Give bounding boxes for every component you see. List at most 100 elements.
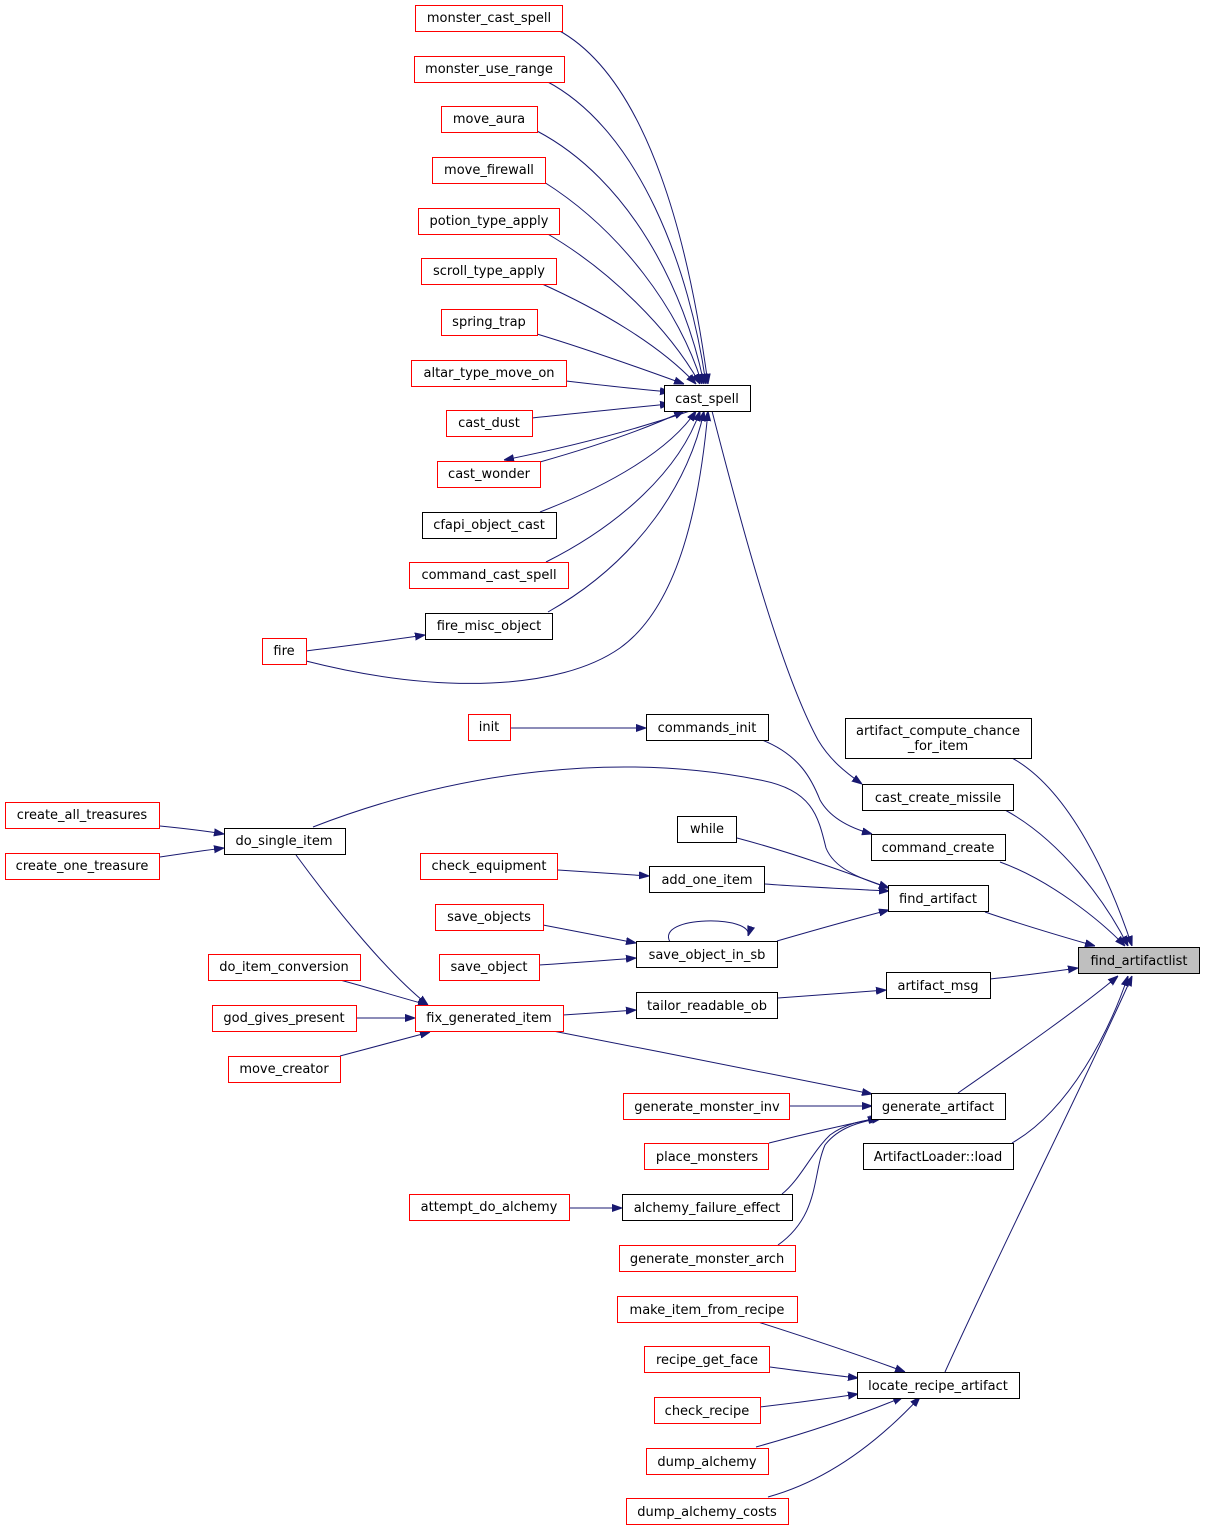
node-spring-trap[interactable]: spring_trap <box>441 309 538 336</box>
edge-do-single-item-to-fix-generated-item <box>295 854 428 1005</box>
edge-monster-cast-spell-to-cast-spell <box>557 29 708 384</box>
node-save-object-in-sb[interactable]: save_object_in_sb <box>636 941 778 968</box>
edge-create-all-treasures-to-do-single-item <box>159 825 224 834</box>
edge-dump-alchemy-to-locate-recipe-artifact <box>755 1397 903 1448</box>
edge-fix-generated-item-to-generate-artifact <box>552 1030 872 1094</box>
edge-while-to-find-artifact <box>736 837 889 888</box>
node-find-artifact[interactable]: find_artifact <box>888 885 989 912</box>
edge-cast-dust-to-cast-spell <box>531 404 670 419</box>
node-label: find_artifactlist <box>1090 954 1187 969</box>
edge-create-one-treasure-to-do-single-item <box>159 848 224 858</box>
node-label: make_item_from_recipe <box>630 1303 785 1318</box>
node-label: altar_type_move_on <box>423 366 554 381</box>
node-label: dump_alchemy_costs <box>637 1505 777 1520</box>
node-command-cast-spell[interactable]: command_cast_spell <box>409 562 569 589</box>
node-generate-monster-arch[interactable]: generate_monster_arch <box>619 1245 796 1272</box>
node-label: create_all_treasures <box>17 808 148 823</box>
edge-save-objects-to-save-object-in-sb <box>542 924 636 943</box>
node-check-recipe[interactable]: check_recipe <box>654 1397 761 1424</box>
node-artifactloader-load[interactable]: ArtifactLoader::load <box>863 1143 1014 1170</box>
edge-cast-spell-to-cast-create-missile <box>711 410 862 784</box>
edge-commands-init-to-command-create <box>761 739 872 834</box>
node-label: alchemy_failure_effect <box>634 1201 781 1216</box>
node-create-one-treasure[interactable]: create_one_treasure <box>5 853 160 880</box>
edge-fire-misc-object-to-cast-spell <box>547 411 704 613</box>
node-label: cast_create_missile <box>875 791 1001 806</box>
edge-scroll-type-apply-to-cast-spell <box>539 282 696 384</box>
node-label: fire_misc_object <box>437 619 542 634</box>
node-check-equipment[interactable]: check_equipment <box>420 853 558 880</box>
edge-save-object-in-sb-to-find-artifact <box>776 910 889 942</box>
edge-artifactloader-load-to-find-artifactlist <box>1011 976 1128 1144</box>
node-move-firewall[interactable]: move_firewall <box>432 157 546 184</box>
node-label: while <box>690 822 724 837</box>
edge-monster-use-range-to-cast-spell <box>545 80 706 384</box>
node-artifact-compute-chance-for-item[interactable]: artifact_compute_chance _for_item <box>845 718 1032 759</box>
node-dump-alchemy-costs[interactable]: dump_alchemy_costs <box>626 1498 789 1525</box>
edge-generate-artifact-to-find-artifactlist <box>957 976 1118 1094</box>
node-dump-alchemy[interactable]: dump_alchemy <box>646 1448 769 1475</box>
node-find-artifactlist[interactable]: find_artifactlist <box>1078 947 1200 974</box>
node-label: commands_init <box>658 721 757 736</box>
node-cast-spell[interactable]: cast_spell <box>664 385 751 412</box>
node-label: generate_monster_inv <box>634 1100 780 1115</box>
node-save-objects[interactable]: save_objects <box>435 904 544 931</box>
node-fire-misc-object[interactable]: fire_misc_object <box>425 613 553 640</box>
node-artifact-msg[interactable]: artifact_msg <box>886 972 991 999</box>
edge-spring-trap-to-cast-spell <box>536 333 684 384</box>
node-save-object[interactable]: save_object <box>439 954 540 981</box>
node-cast-create-missile[interactable]: cast_create_missile <box>862 784 1014 811</box>
node-make-item-from-recipe[interactable]: make_item_from_recipe <box>617 1296 798 1323</box>
node-label: save_object_in_sb <box>649 948 766 963</box>
node-label: cast_wonder <box>448 467 531 482</box>
node-label: scroll_type_apply <box>433 264 545 279</box>
node-cast-wonder[interactable]: cast_wonder <box>437 461 541 488</box>
node-label: generate_artifact <box>882 1100 994 1115</box>
edge-locate-recipe-artifact-to-find-artifactlist <box>944 976 1132 1373</box>
edge-dump-alchemy-costs-to-locate-recipe-artifact <box>767 1397 920 1498</box>
edge-fire-to-cast-spell <box>305 411 708 684</box>
node-generate-monster-inv[interactable]: generate_monster_inv <box>623 1093 790 1120</box>
node-god-gives-present[interactable]: god_gives_present <box>212 1005 357 1032</box>
node-label: fix_generated_item <box>426 1011 551 1026</box>
node-potion-type-apply[interactable]: potion_type_apply <box>418 208 560 235</box>
node-locate-recipe-artifact[interactable]: locate_recipe_artifact <box>857 1372 1020 1399</box>
edge-generate-monster-arch-to-generate-artifact <box>777 1118 882 1246</box>
node-label: god_gives_present <box>223 1011 344 1026</box>
edge-command-create-to-find-artifactlist <box>999 861 1125 946</box>
node-label-line2: _for_item <box>907 739 968 754</box>
node-cast-dust[interactable]: cast_dust <box>446 410 533 437</box>
node-do-item-conversion[interactable]: do_item_conversion <box>208 954 361 981</box>
node-add-one-item[interactable]: add_one_item <box>649 866 765 893</box>
edge-cfapi-object-cast-to-cast-spell <box>539 411 696 513</box>
node-move-creator[interactable]: move_creator <box>228 1056 341 1083</box>
node-init[interactable]: init <box>468 714 511 741</box>
edge-save-object-in-sb-self-loop <box>667 920 748 943</box>
node-generate-artifact[interactable]: generate_artifact <box>871 1093 1006 1120</box>
node-commands-init[interactable]: commands_init <box>646 714 769 741</box>
node-fire[interactable]: fire <box>262 638 307 665</box>
node-scroll-type-apply[interactable]: scroll_type_apply <box>421 258 557 285</box>
node-altar-type-move-on[interactable]: altar_type_move_on <box>411 360 567 387</box>
node-label: do_item_conversion <box>219 960 349 975</box>
node-place-monsters[interactable]: place_monsters <box>644 1143 769 1170</box>
node-label: generate_monster_arch <box>630 1252 784 1267</box>
node-tailor-readable-ob[interactable]: tailor_readable_ob <box>636 992 778 1019</box>
edge-find-artifact-to-find-artifactlist <box>984 911 1095 946</box>
node-monster-cast-spell[interactable]: monster_cast_spell <box>415 5 563 32</box>
node-label: find_artifact <box>899 892 977 907</box>
node-monster-use-range[interactable]: monster_use_range <box>414 56 565 83</box>
node-attempt-do-alchemy[interactable]: attempt_do_alchemy <box>409 1194 570 1221</box>
node-label: monster_cast_spell <box>427 11 551 26</box>
node-label: check_recipe <box>665 1404 750 1419</box>
node-recipe-get-face[interactable]: recipe_get_face <box>644 1346 770 1373</box>
node-while[interactable]: while <box>677 816 737 843</box>
node-cfapi-object-cast[interactable]: cfapi_object_cast <box>422 512 557 539</box>
node-create-all-treasures[interactable]: create_all_treasures <box>5 802 160 829</box>
node-do-single-item[interactable]: do_single_item <box>224 828 346 855</box>
node-fix-generated-item[interactable]: fix_generated_item <box>415 1005 564 1032</box>
node-alchemy-failure-effect[interactable]: alchemy_failure_effect <box>622 1194 793 1221</box>
node-move-aura[interactable]: move_aura <box>441 106 538 133</box>
edge-fix-generated-item-to-tailor-readable-ob <box>562 1010 636 1016</box>
node-command-create[interactable]: command_create <box>871 834 1006 861</box>
